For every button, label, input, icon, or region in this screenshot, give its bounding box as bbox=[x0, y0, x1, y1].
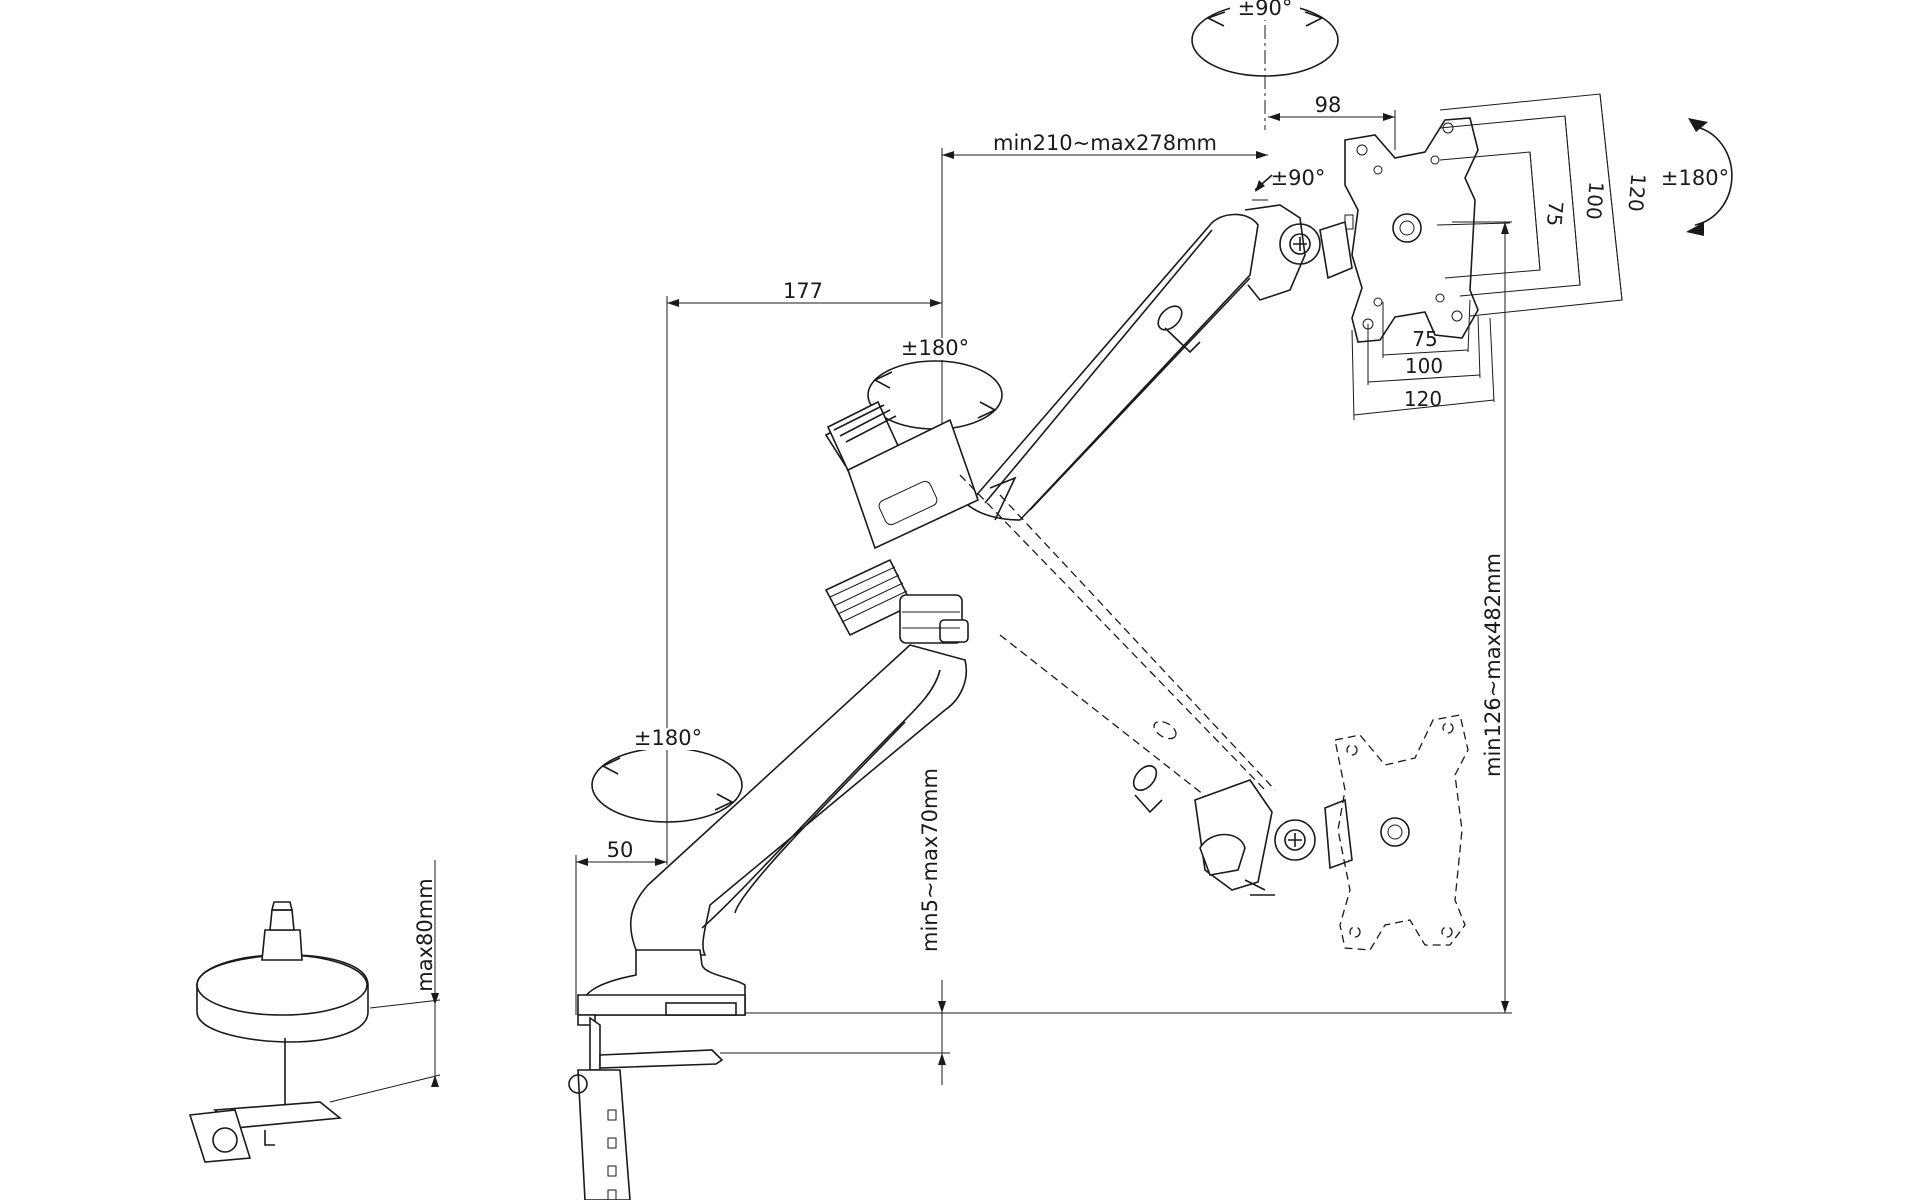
vesa-plate-upper bbox=[1344, 117, 1479, 343]
offset-50-dimension: 50 bbox=[575, 838, 667, 1015]
vesa-h-100-label: 100 bbox=[1405, 354, 1443, 378]
base-swivel-label: ±180° bbox=[634, 726, 702, 750]
grommet-thickness-dimension: max80mm bbox=[329, 860, 441, 1103]
vesa-horizontal-dimensions: 75 100 120 bbox=[1351, 299, 1495, 421]
height-label: min126~max482mm bbox=[1481, 553, 1505, 777]
reach-label: min210~max278mm bbox=[993, 131, 1217, 155]
desk-clamp bbox=[568, 949, 746, 1200]
vesa-v-75-label: 75 bbox=[1542, 200, 1568, 227]
grommet-mount bbox=[188, 901, 369, 1163]
reach-dimension: min210~max278mm bbox=[941, 131, 1268, 470]
rotation-label: ±180° bbox=[1661, 166, 1729, 190]
vesa-plate-lower-alternate bbox=[1334, 714, 1469, 951]
tilt-head-lower bbox=[1194, 779, 1353, 896]
base-swivel-indicator: ±180° bbox=[591, 726, 743, 823]
rotation-indicator: ±180° bbox=[1661, 118, 1733, 236]
offset-98-label: 98 bbox=[1315, 93, 1342, 117]
upper-arm bbox=[966, 213, 1259, 521]
top-swivel-label: ±90° bbox=[1238, 0, 1293, 20]
desk-thickness-dimension: min5~max70mm bbox=[720, 768, 950, 1085]
elbow-joint bbox=[824, 400, 979, 644]
vesa-h-75-label: 75 bbox=[1412, 327, 1437, 351]
vesa-h-120-label: 120 bbox=[1404, 387, 1442, 411]
tilt-indicator: ±90° bbox=[1254, 166, 1326, 192]
offset-177-dimension: 177 bbox=[666, 279, 942, 865]
tilt-label: ±90° bbox=[1271, 166, 1326, 190]
top-swivel-indicator: ±90° bbox=[1191, 0, 1339, 130]
vesa-v-120-label: 120 bbox=[1623, 173, 1650, 213]
tilt-head-upper bbox=[1244, 199, 1353, 301]
desk-thickness-label: min5~max70mm bbox=[918, 768, 942, 952]
offset-177-label: 177 bbox=[783, 279, 823, 303]
grommet-thickness-label: max80mm bbox=[413, 878, 437, 991]
lower-arm-alternate-position bbox=[959, 474, 1276, 836]
offset-98-dimension: 98 bbox=[1268, 93, 1396, 150]
vesa-v-100-label: 100 bbox=[1581, 181, 1608, 221]
lower-knob bbox=[824, 558, 914, 637]
offset-50-label: 50 bbox=[607, 838, 634, 862]
lower-arm bbox=[630, 644, 967, 956]
mid-swivel-indicator: ±180° bbox=[867, 336, 1003, 430]
height-dimension: min126~max482mm bbox=[745, 221, 1512, 1014]
vesa-vertical-dimensions: 75 100 120 bbox=[1436, 93, 1651, 317]
mid-swivel-label: ±180° bbox=[901, 336, 969, 360]
